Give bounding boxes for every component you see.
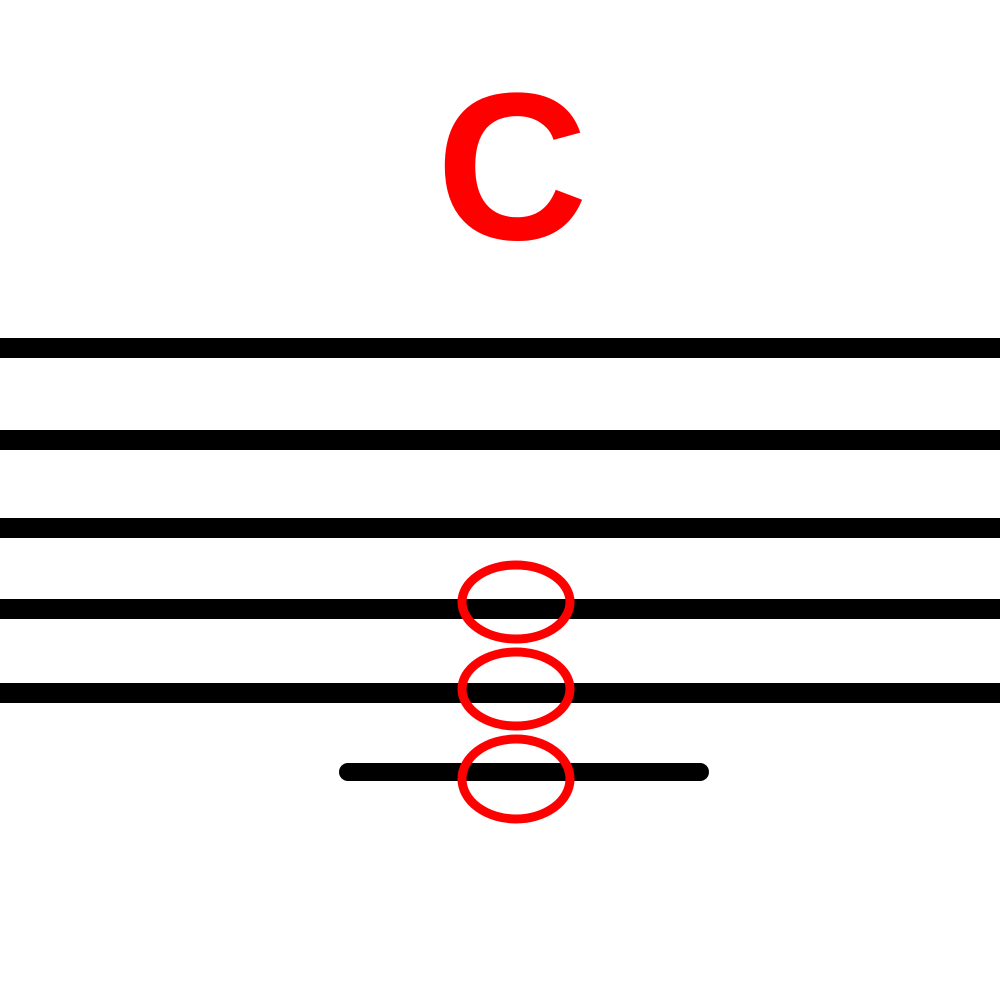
staff-lines [0, 338, 1000, 703]
note-head-upper [457, 560, 575, 644]
note-heads [457, 560, 575, 824]
note-head-lower [457, 734, 575, 824]
chord-label: C [436, 49, 588, 284]
note-head-middle [457, 647, 575, 731]
